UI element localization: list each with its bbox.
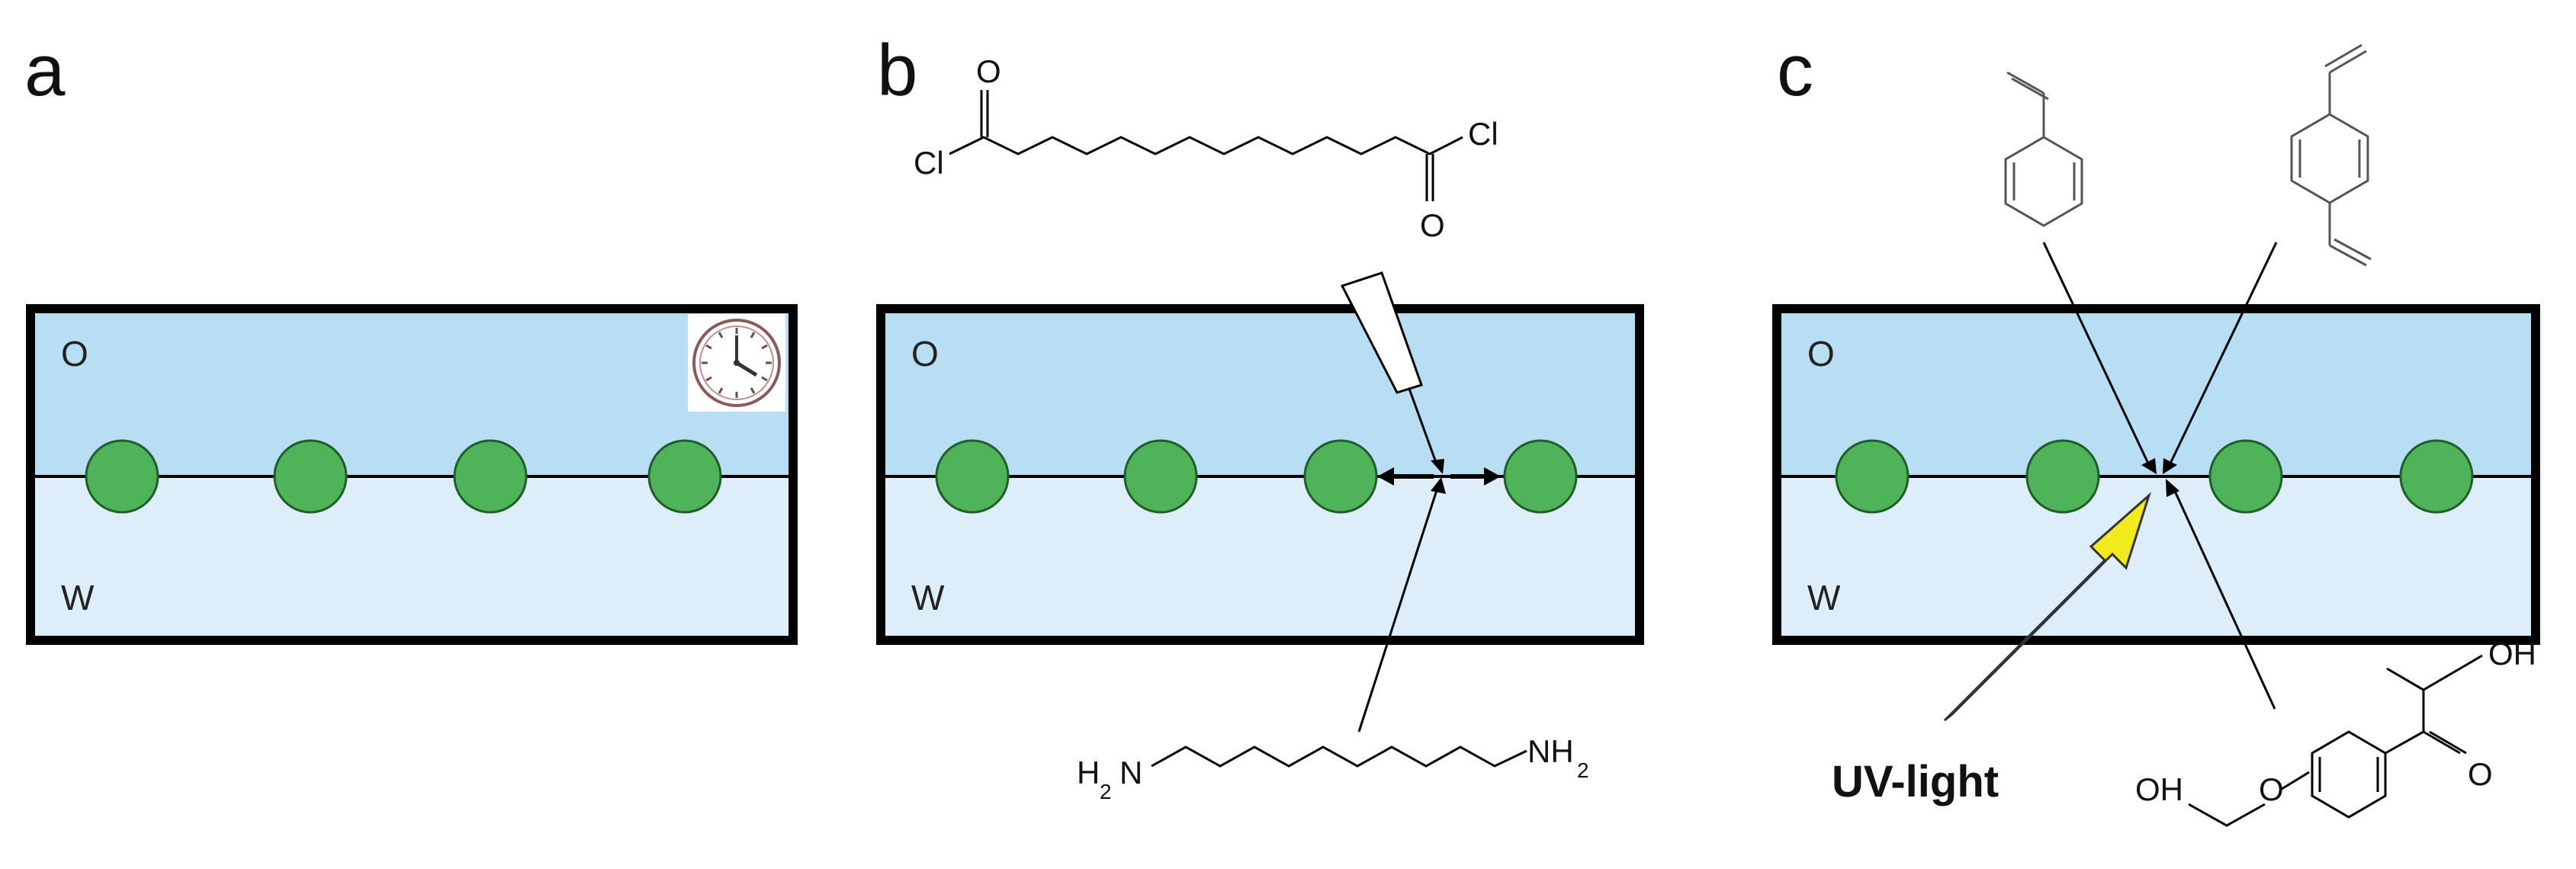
atom-o-ether: O [2259,771,2284,807]
oil-label-c: O [1807,334,1835,374]
arrowhead [1377,467,1394,486]
atom-oh-top: OH [2488,636,2536,672]
water-label-a: W [61,578,95,617]
uv-light-arrow-icon [1943,492,2152,722]
water-label-b: W [911,578,945,617]
panel-a: a O W [24,30,798,645]
container-frame-b [876,304,1644,645]
panel-letter-a: a [24,30,66,111]
photoinitiator-structure [2188,654,2483,827]
divinylbenzene-arrow-line [2168,242,2278,466]
panel-b: b O W Cl O Cl O [876,30,1644,803]
photoinitiator-arrow-line [2172,487,2276,710]
styrene-arrow-line [2042,242,2150,466]
atom-o-ketone: O [2468,756,2493,792]
particle [453,439,528,514]
diamine-arrow-line [1357,487,1439,733]
sebacoyl-chloride-structure [949,90,1463,201]
particle [935,439,1010,514]
styrene-structure [2004,71,2083,227]
panel-letter-c: c [1777,30,1813,111]
panel-letter-b: b [877,30,917,111]
water-label-c: W [1807,578,1841,617]
atom-cl-left: Cl [914,145,944,181]
divinylbenzene-structure [2290,43,2372,267]
arrowhead [1431,477,1446,494]
arrowhead [2141,458,2157,474]
arrowhead [2163,458,2177,474]
particle [1123,439,1198,514]
atom-n-left: N [1119,755,1142,790]
uv-light-label: UV-light [1832,757,1999,806]
oil-label-a: O [61,334,88,374]
panel-c: c O W [1772,30,2540,827]
particle [85,439,159,514]
pipette-icon [1340,271,1423,394]
arrowhead [2166,479,2179,497]
particle [647,439,722,514]
particle [2399,439,2474,514]
pipette-tip-line [1408,388,1439,467]
particle [1835,439,1910,514]
particle [1303,439,1378,514]
particle [273,439,348,514]
subscript-2-right: 2 [1577,758,1589,782]
atom-o-bottom: O [1420,207,1445,243]
clock-icon [688,314,785,412]
atom-nh-right: NH [1527,733,1574,769]
oil-phase-c [1777,309,2536,476]
water-phase-b [881,476,1640,640]
hexamethylenediamine-structure [1151,746,1527,768]
container-frame-c [1772,304,2540,645]
oil-label-b: O [911,334,939,374]
atom-oh-left: OH [2135,771,2183,807]
particle [2025,439,2100,514]
water-phase-c [1777,476,2536,640]
particle [1503,439,1578,514]
atom-h-left: H [1077,755,1100,790]
particle [2208,439,2283,514]
atom-cl-right: Cl [1468,116,1498,152]
oil-phase-b [881,309,1640,476]
subscript-2-left: 2 [1100,780,1112,803]
atom-o-top: O [976,53,1001,89]
container-frame-a [26,304,798,645]
arrowhead [1431,459,1444,474]
arrowhead [1484,467,1501,486]
